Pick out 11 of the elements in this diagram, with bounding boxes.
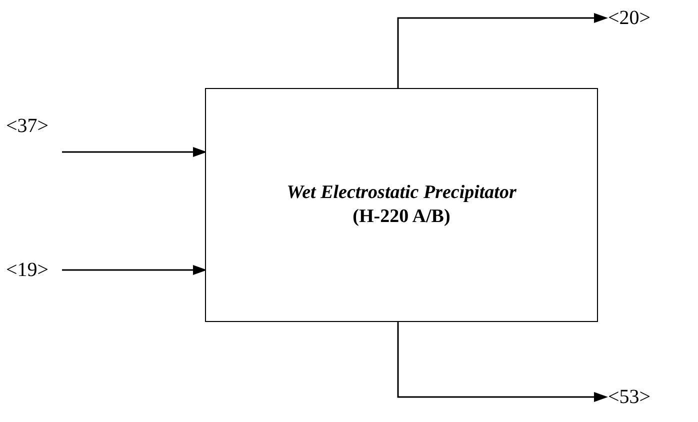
arrow (397, 13, 608, 88)
equipment-tag: (H-220 A/B) (352, 205, 450, 229)
arrow (397, 322, 608, 402)
arrow (62, 147, 207, 157)
equipment-name: Wet Electrostatic Precipitator (286, 181, 516, 205)
equipment-box (205, 88, 598, 322)
stream-label: <37> (6, 112, 62, 140)
arrow (62, 265, 207, 275)
stream-label: <20> (608, 4, 664, 32)
stream-label: <53> (608, 383, 664, 411)
stream-label: <19> (6, 256, 62, 284)
